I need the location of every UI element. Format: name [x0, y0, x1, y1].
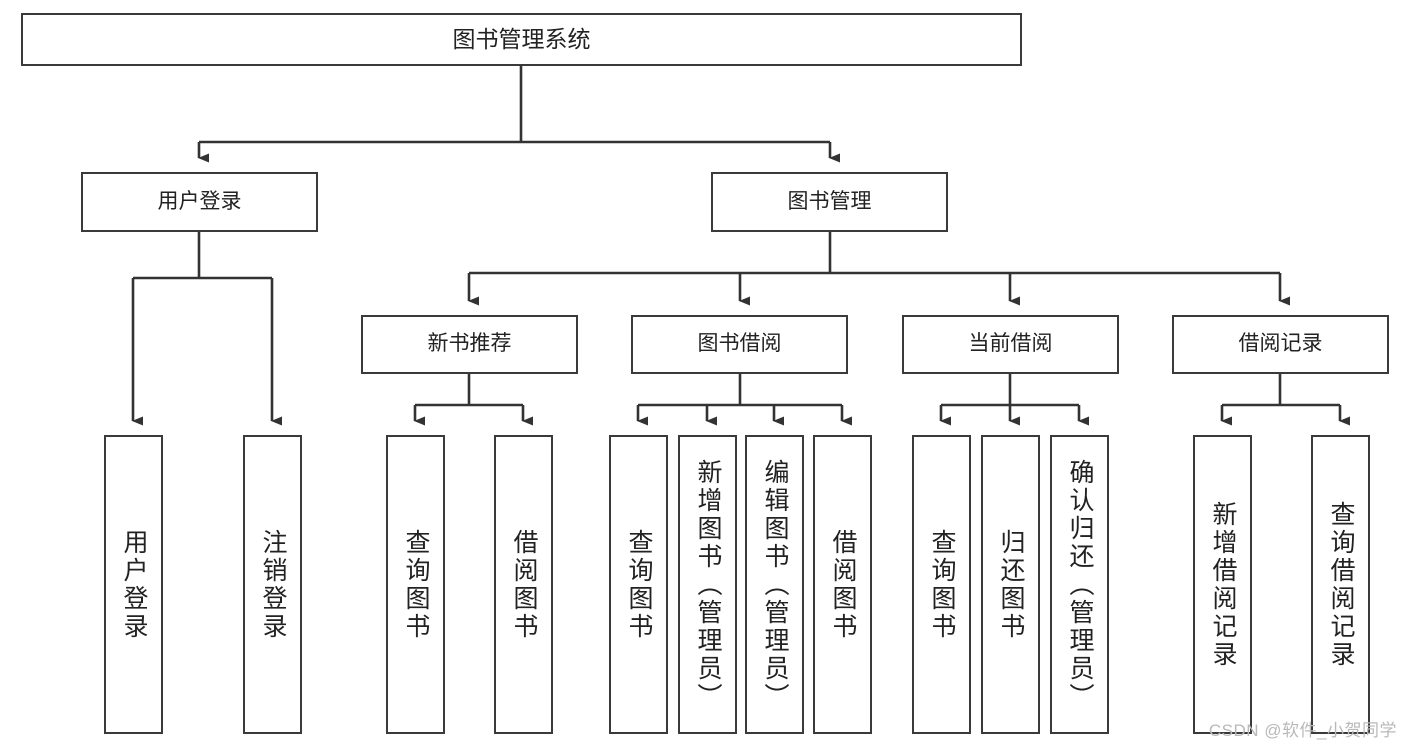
node-book-management[interactable]: 图书管理	[711, 172, 948, 232]
node-label: 查询图书	[928, 528, 956, 641]
node-label: 借阅记录	[1238, 332, 1323, 356]
leaf-borrow-add-book-admin[interactable]: 新增图书（管理员）	[678, 435, 737, 734]
leaf-borrow-borrow-book[interactable]: 借阅图书	[813, 435, 872, 734]
node-label: 用户登录	[157, 189, 242, 213]
node-label: 借阅图书	[510, 528, 538, 641]
node-current-borrow[interactable]: 当前借阅	[902, 315, 1119, 374]
leaf-current-confirm-return-admin[interactable]: 确认归还（管理员）	[1050, 435, 1109, 734]
leaf-record-query-record[interactable]: 查询借阅记录	[1311, 435, 1370, 734]
node-label: 确认归还（管理员）	[1066, 458, 1094, 711]
node-label: 新增图书（管理员）	[694, 458, 722, 711]
node-label: 查询图书	[402, 528, 430, 641]
node-user-login[interactable]: 用户登录	[81, 172, 318, 232]
leaf-borrow-query-book[interactable]: 查询图书	[609, 435, 668, 734]
csdn-watermark: CSDN @软件_小贺同学	[1208, 721, 1397, 740]
node-label: 归还图书	[997, 528, 1025, 641]
node-book-borrow[interactable]: 图书借阅	[631, 315, 848, 374]
node-label: 当前借阅	[968, 332, 1053, 356]
leaf-current-return-book[interactable]: 归还图书	[981, 435, 1040, 734]
node-label: 图书管理	[787, 189, 872, 213]
leaf-recommend-query-book[interactable]: 查询图书	[386, 435, 445, 734]
node-label: 图书借阅	[697, 332, 782, 356]
node-label: 新书推荐	[427, 332, 512, 356]
node-label: 查询图书	[625, 528, 653, 641]
node-label: 借阅图书	[829, 528, 857, 641]
node-label: 新增借阅记录	[1209, 500, 1237, 669]
node-borrow-record[interactable]: 借阅记录	[1172, 315, 1389, 374]
node-new-book-recommend[interactable]: 新书推荐	[361, 315, 578, 374]
leaf-borrow-edit-book-admin[interactable]: 编辑图书（管理员）	[745, 435, 804, 734]
node-root-system[interactable]: 图书管理系统	[21, 13, 1022, 66]
leaf-current-query-book[interactable]: 查询图书	[912, 435, 971, 734]
leaf-record-add-record[interactable]: 新增借阅记录	[1193, 435, 1252, 734]
node-label: 编辑图书（管理员）	[761, 458, 789, 711]
node-label: 注销登录	[259, 528, 287, 641]
leaf-user-login-login[interactable]: 用户登录	[104, 435, 163, 734]
leaf-recommend-borrow-book[interactable]: 借阅图书	[494, 435, 553, 734]
node-label: 查询借阅记录	[1327, 500, 1355, 669]
node-label: 用户登录	[120, 528, 148, 641]
leaf-user-login-logout[interactable]: 注销登录	[243, 435, 302, 734]
node-label: 图书管理系统	[452, 26, 591, 53]
